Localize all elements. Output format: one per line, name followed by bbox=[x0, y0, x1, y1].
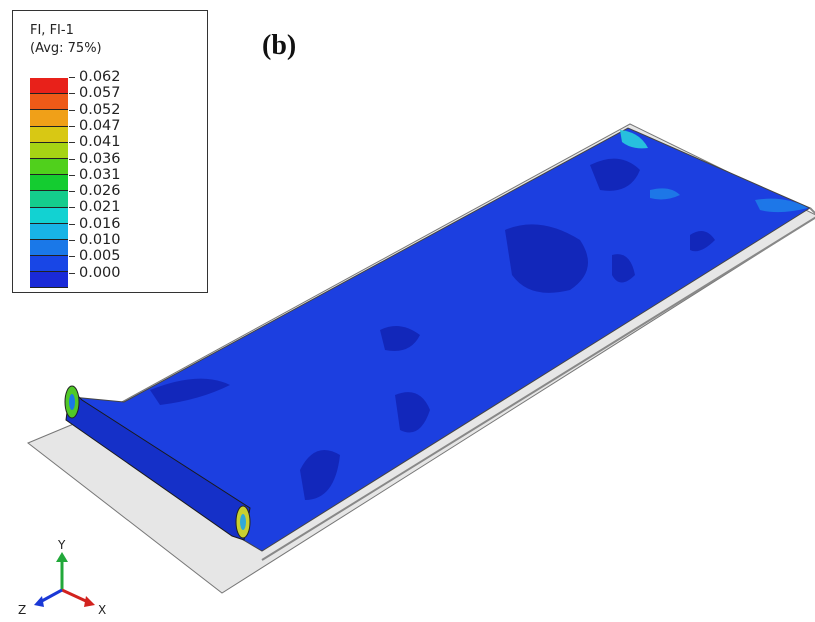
legend-tick-mark bbox=[69, 142, 75, 144]
legend-tick-label: 0.000 bbox=[79, 264, 121, 281]
legend-tick-mark bbox=[69, 191, 75, 193]
panel-label: (b) bbox=[262, 30, 297, 61]
legend-swatch bbox=[30, 78, 68, 95]
legend-swatch bbox=[30, 223, 68, 240]
legend-tick-mark bbox=[69, 256, 75, 258]
legend-tick-label: 0.057 bbox=[79, 85, 121, 102]
legend-tick-mark bbox=[69, 109, 75, 111]
legend-tick-label: 0.026 bbox=[79, 183, 121, 200]
legend-swatch bbox=[30, 175, 68, 192]
legend-tick-mark bbox=[69, 174, 75, 176]
legend-tick-label: 0.021 bbox=[79, 199, 121, 216]
legend-tick-label: 0.031 bbox=[79, 166, 121, 183]
legend-swatch bbox=[30, 256, 68, 273]
triad-z-label: Z bbox=[18, 603, 26, 617]
legend-tick-mark bbox=[69, 158, 75, 160]
legend-swatch bbox=[30, 272, 68, 289]
dark-patch bbox=[395, 392, 430, 433]
legend-swatch bbox=[30, 110, 68, 127]
light-patch bbox=[755, 198, 808, 213]
light-patch bbox=[650, 188, 680, 200]
legend-swatch bbox=[30, 142, 68, 159]
legend-tick-mark bbox=[69, 77, 75, 78]
legend-colorbar bbox=[30, 78, 68, 289]
triad-x-axis bbox=[61, 588, 89, 604]
triad-y-arrow bbox=[56, 552, 68, 562]
dark-patch bbox=[590, 158, 640, 191]
legend-tick-mark bbox=[69, 272, 75, 274]
legend-tick-label: 0.041 bbox=[79, 134, 121, 151]
plate-edge bbox=[261, 207, 815, 561]
legend-averaging-note: (Avg: 75%) bbox=[30, 41, 102, 56]
dark-patch bbox=[505, 224, 588, 293]
legend-swatch bbox=[30, 158, 68, 176]
legend-tick-label: 0.047 bbox=[79, 117, 121, 134]
legend-swatch bbox=[30, 94, 68, 111]
legend-tick-mark bbox=[69, 240, 75, 241]
triad-x-label: X bbox=[98, 603, 106, 617]
legend-swatch bbox=[30, 126, 68, 143]
legend-tick-label: 0.005 bbox=[79, 248, 121, 265]
cylinder-end-right-inner bbox=[240, 514, 246, 530]
legend-tick-mark bbox=[69, 223, 75, 225]
legend-tick-label: 0.016 bbox=[79, 215, 121, 232]
contour-patches bbox=[150, 130, 808, 500]
light-patch bbox=[690, 231, 715, 252]
triad-x-arrow bbox=[84, 596, 95, 607]
dark-patch bbox=[380, 326, 420, 351]
legend-tick-label: 0.010 bbox=[79, 232, 121, 248]
light-patch bbox=[612, 254, 635, 283]
triad-z-arrow bbox=[34, 596, 44, 607]
legend-tick-label: 0.036 bbox=[79, 150, 121, 167]
rolled-cylinder bbox=[65, 386, 251, 541]
legend-tick-mark bbox=[69, 207, 75, 209]
cylinder-end-left-inner bbox=[69, 394, 75, 410]
legend-swatch bbox=[30, 191, 68, 208]
legend-swatch bbox=[30, 207, 68, 224]
triad-z-axis bbox=[39, 588, 63, 604]
legend-tick-mark bbox=[69, 125, 75, 127]
legend-swatch bbox=[30, 239, 68, 257]
axis-triad: Y Z X bbox=[18, 538, 106, 617]
legend-tick-mark bbox=[69, 93, 75, 95]
dark-patch bbox=[300, 450, 340, 500]
light-patch bbox=[620, 130, 648, 149]
legend-title: FI, FI-1 bbox=[30, 23, 74, 38]
triad-y-label: Y bbox=[57, 538, 66, 552]
legend-tick-label: 0.062 bbox=[79, 69, 121, 85]
dark-patch bbox=[150, 378, 230, 405]
legend-tick-label: 0.052 bbox=[79, 101, 121, 118]
